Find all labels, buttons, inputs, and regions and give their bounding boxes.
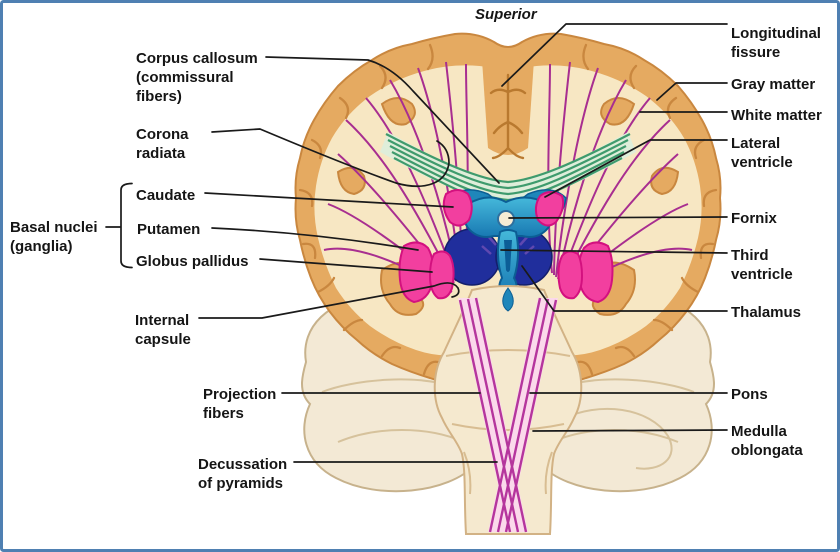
putamen-right [577,241,614,304]
label-white-matter: White matter [731,106,822,125]
label-line: Internal [135,312,190,329]
orientation-label-superior: Superior [475,6,537,23]
label-globus-pallidus: Globus pallidus [136,252,249,271]
label-line: Gray matter [731,76,816,93]
label-line: of pyramids [198,475,284,492]
label-line: fibers [203,405,244,422]
leader-thalamus [521,265,728,312]
label-putamen: Putamen [137,220,200,239]
label-lateral-ventricle: Lateral ventricle [731,134,793,172]
leader-putamen [211,227,419,251]
label-line: Basal nuclei [10,219,98,236]
leader-corona-radiata [211,128,450,187]
sulci-lines [298,43,718,376]
globus-pallidus-right [557,250,584,300]
label-fornix: Fornix [731,209,777,228]
label-line: ventricle [731,154,793,171]
corpus-callosum-commissural-fibers [380,132,636,208]
label-projection-fibers: Projection fibers [203,385,276,423]
label-line: (commissural [136,69,234,86]
label-line: Putamen [137,221,201,238]
third-ventricle-slit [504,240,512,272]
label-medulla-oblongata: Medulla oblongata [731,422,803,460]
pyramidal-tracts [458,297,558,533]
leader-fornix [508,216,728,219]
label-line: Longitudinal [731,25,821,42]
caudate-left [442,189,473,227]
label-line: Medulla [731,423,787,440]
label-line: fissure [731,44,781,61]
label-internal-capsule: Internal capsule [135,311,191,349]
leader-corpus-callosum [265,56,500,184]
label-line: (ganglia) [10,238,73,255]
leader-internal-capsule [198,282,460,319]
label-line: fibers) [136,88,182,105]
label-line: oblongata [731,442,803,459]
label-decussation-of-pyramids: Decussation of pyramids [198,455,287,493]
label-caudate: Caudate [136,186,195,205]
label-line: White matter [731,107,822,124]
longitudinal-fissure-crease [489,73,527,160]
basal-nuclei-bracket [105,182,133,269]
leader-longitudinal-fissure [501,23,728,87]
label-pons: Pons [731,385,768,404]
label-corona-radiata: Corona radiata [136,125,189,163]
label-thalamus: Thalamus [731,303,801,322]
label-line: Pons [731,386,768,403]
label-line: Corona [136,126,189,143]
label-gray-matter: Gray matter [731,75,815,94]
label-line: Corpus callosum [136,50,258,67]
label-line: Fornix [731,210,777,227]
third-ventricle-complex [463,196,553,299]
leader-lines [105,23,728,463]
label-line: Third [731,247,769,264]
leader-lateral-ventricle [544,139,728,198]
leader-caudate [204,192,454,208]
label-line: Decussation [198,456,288,473]
globus-pallidus-left [428,250,455,300]
leader-third-ventricle [500,249,728,254]
leader-gray-matter [656,82,728,101]
label-third-ventricle: Third ventricle [731,246,793,284]
label-corpus-callosum: Corpus callosum (commissural fibers) [136,49,258,106]
label-line: Thalamus [731,304,802,321]
label-line: ventricle [731,266,793,283]
label-line: Caudate [136,187,196,204]
label-line: Lateral [731,135,781,152]
label-line: radiata [136,145,186,162]
fornix [497,210,515,228]
label-line: capsule [135,331,191,348]
label-line: Globus pallidus [136,253,249,270]
label-longitudinal-fissure: Longitudinal fissure [731,24,821,62]
leader-medulla [532,429,728,432]
leader-globus-pallidus [259,258,433,273]
label-line: Projection [203,386,277,403]
teal-droplet [502,287,514,312]
label-basal-nuclei: Basal nuclei (ganglia) [10,218,98,256]
